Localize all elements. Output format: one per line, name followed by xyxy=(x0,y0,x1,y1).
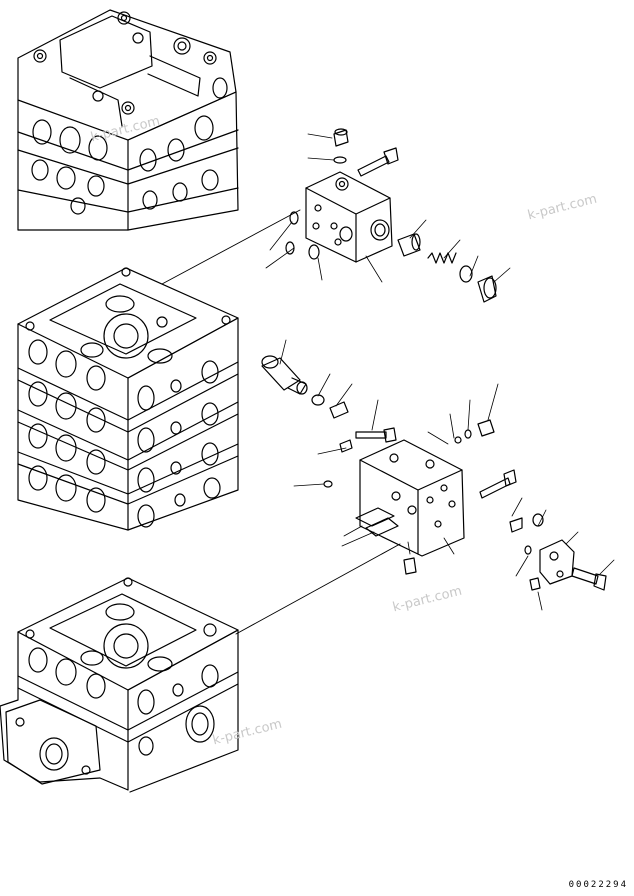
upper-exploded-assembly xyxy=(266,129,510,302)
assembly-leader-lines xyxy=(162,210,400,634)
valve-block-bottom xyxy=(0,578,238,792)
drawing-number: 00022294 xyxy=(568,880,628,890)
valve-block-top xyxy=(18,10,238,230)
lower-exploded-assembly xyxy=(262,340,614,610)
valve-block-middle xyxy=(18,268,238,530)
